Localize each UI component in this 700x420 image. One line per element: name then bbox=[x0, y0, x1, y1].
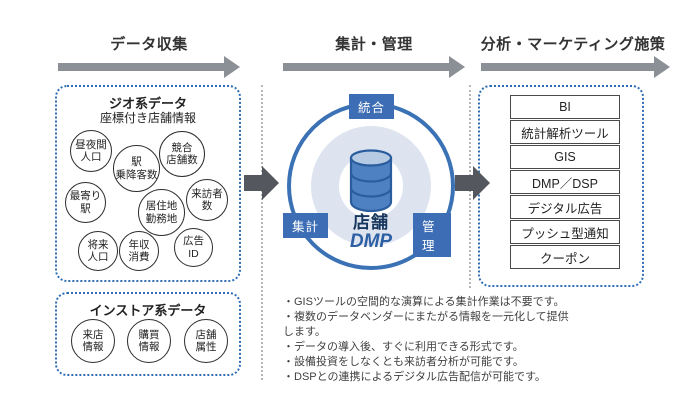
instore-bubble-purchase-info: 購買 情報 bbox=[127, 319, 171, 363]
tools-panel: BI 統計解析ツール GIS DMP／DSP デジタル広告 プッシュ型通知 クー… bbox=[478, 85, 644, 287]
step-label-data-collection: データ収集 bbox=[110, 36, 188, 53]
section-separator-left bbox=[261, 85, 263, 380]
note-line: ・複数のデータベンダーにまたがる情報を一元化して提供します。 bbox=[283, 311, 569, 338]
database-cylinder-icon bbox=[348, 149, 394, 218]
tool-box-coupon: クーポン bbox=[510, 245, 620, 269]
arrow-head bbox=[473, 166, 490, 200]
geo-bubble-daynight-population: 昼夜間 人口 bbox=[70, 130, 112, 172]
flow-arrow-collect-to-hub bbox=[244, 166, 279, 200]
hub-subtitle: DMP bbox=[349, 231, 393, 252]
geo-bubble-income-spending: 年収 消費 bbox=[119, 231, 159, 271]
tool-box-push-notice: プッシュ型通知 bbox=[510, 220, 620, 244]
step-arrow-1 bbox=[58, 56, 240, 78]
tool-box-stats-tool: 統計解析ツール bbox=[510, 120, 620, 144]
step-arrow-3 bbox=[481, 56, 670, 78]
note-line: ・設備投資をしなくとも来訪者分析が可能です。 bbox=[283, 356, 524, 368]
store-dmp-hub: 店舗 DMP 統合 集計 管理 bbox=[283, 94, 455, 270]
arrow-head bbox=[224, 56, 240, 78]
tool-box-bi: BI bbox=[510, 95, 620, 119]
geo-panel-title: ジオ系データ bbox=[108, 96, 187, 111]
instore-bubble-store-attributes: 店舗 属性 bbox=[184, 319, 228, 363]
step-arrow-2 bbox=[283, 56, 465, 78]
hub-tag-management: 管理 bbox=[413, 213, 451, 257]
geo-panel-subtitle: 座標付き店舗情報 bbox=[99, 111, 196, 125]
tool-box-dmp-dsp: DMP／DSP bbox=[510, 170, 620, 194]
hub-tag-aggregation: 集計 bbox=[283, 213, 329, 238]
tool-box-gis: GIS bbox=[510, 145, 620, 169]
hub-tag-integration: 統合 bbox=[349, 94, 395, 119]
geo-bubble-nearest-station: 最寄り 駅 bbox=[65, 182, 106, 223]
geo-bubble-visitor-count: 来訪者 数 bbox=[186, 179, 228, 221]
arrow-body bbox=[481, 63, 654, 71]
arrow-body bbox=[58, 63, 224, 71]
arrow-head bbox=[449, 56, 465, 78]
step-label-aggregation-management: 集計・管理 bbox=[335, 36, 413, 53]
notes-list: ・GISツールの空間的な演算による集計作業は不要です。 ・複数のデータベンダーに… bbox=[283, 295, 573, 385]
geo-bubble-residence-workplace: 居住地 勤務地 bbox=[138, 189, 185, 236]
arrow-body bbox=[244, 175, 262, 191]
note-line: ・DSPとの連携によるデジタル広告配信が可能です。 bbox=[283, 371, 546, 383]
geo-bubble-ad-id: 広告 ID bbox=[174, 228, 213, 267]
note-line: ・データの導入後、すぐに利用できる形式です。 bbox=[283, 341, 524, 353]
geo-bubble-competitor-stores: 競合 店舗数 bbox=[159, 131, 205, 177]
instore-bubble-visit-info: 来店 情報 bbox=[71, 319, 115, 363]
arrow-body bbox=[455, 175, 473, 191]
geo-bubble-future-population: 将来 人口 bbox=[78, 231, 118, 271]
hub-title: 店舗 bbox=[353, 213, 389, 232]
note-line: ・GISツールの空間的な演算による集計作業は不要です。 bbox=[283, 296, 565, 308]
step-label-analysis-marketing: 分析・マーケティング施策 bbox=[480, 36, 666, 53]
arrow-head bbox=[654, 56, 670, 78]
geo-bubble-station-passengers: 駅 乗降客数 bbox=[113, 145, 160, 192]
instore-panel-title: インストア系データ bbox=[89, 303, 207, 318]
arrow-body bbox=[283, 63, 449, 71]
flow-arrow-hub-to-tools bbox=[455, 166, 490, 200]
arrow-head bbox=[262, 166, 279, 200]
tool-box-digital-ads: デジタル広告 bbox=[510, 195, 620, 219]
